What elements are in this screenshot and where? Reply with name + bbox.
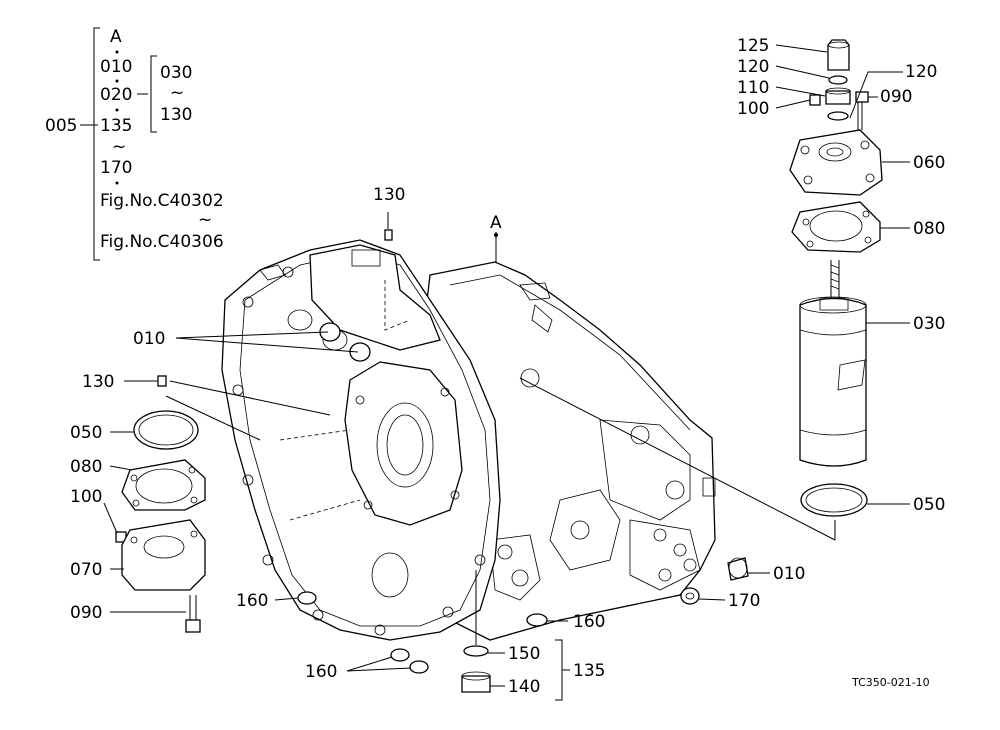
callout-160: 160: [305, 662, 337, 682]
callout-A: A: [490, 213, 502, 233]
legend-item: 135: [100, 116, 132, 136]
legend-item: ~: [198, 210, 212, 230]
legend-sub-brace: [150, 55, 157, 133]
callout-135: 135: [573, 661, 605, 681]
callout-080: 080: [70, 457, 102, 477]
cylinder-o-ring: [800, 483, 868, 517]
o-ring: [133, 410, 199, 450]
gasket: [791, 201, 881, 253]
legend-sub-item: 130: [160, 105, 192, 125]
legend-sub-item: 030: [160, 63, 192, 83]
callout-170: 170: [728, 591, 760, 611]
plug: [809, 94, 821, 106]
callout-160: 160: [236, 591, 268, 611]
bolt-head: [185, 619, 201, 633]
callout-030: 030: [913, 314, 945, 334]
legend-item: Fig.No.C40306: [100, 232, 224, 252]
callout-120: 120: [737, 57, 769, 77]
callout-110: 110: [737, 78, 769, 98]
legend-item: ~: [112, 137, 126, 157]
hydraulic-cylinder-assembly: [519, 39, 883, 541]
callout-060: 060: [913, 153, 945, 173]
cap-nut: [827, 39, 850, 71]
legend-item: 170: [100, 158, 132, 178]
callout-130: 130: [373, 185, 405, 205]
plug: [157, 375, 167, 387]
o-ring: [827, 111, 849, 121]
hydraulic-cylinder: [799, 297, 867, 467]
cylinder-flange: [789, 129, 883, 196]
callout-090: 090: [70, 603, 102, 623]
valve-nut: [825, 90, 851, 105]
legend-item: 020: [100, 85, 132, 105]
parts-legend: 005 A 010 020 135 ~ 170 Fig.No.C40302 ~ …: [45, 27, 224, 261]
loose-parts: [297, 212, 749, 693]
callout-160: 160: [573, 612, 605, 632]
legend-brace: [93, 27, 100, 261]
legend-item: 010: [100, 57, 132, 77]
leader-lines: [103, 44, 910, 701]
transmission-housing: [221, 239, 716, 641]
callout-050: 050: [70, 423, 102, 443]
callout-130: 130: [82, 372, 114, 392]
side-cover-assembly: [115, 375, 331, 633]
callout-080: 080: [913, 219, 945, 239]
callout-140: 140: [508, 677, 540, 697]
legend-group-number: 005: [45, 116, 77, 136]
o-ring: [828, 75, 848, 85]
callout-150: 150: [508, 644, 540, 664]
callout-120: 120: [905, 62, 937, 82]
legend-item: Fig.No.C40302: [100, 191, 224, 211]
callout-010: 010: [773, 564, 805, 584]
callout-100: 100: [737, 99, 769, 119]
callout-010: 010: [133, 329, 165, 349]
legend-sub-item: ~: [170, 83, 184, 103]
callout-labels: 125 120 110 100 120 090 060 080 030 050 …: [70, 36, 945, 697]
callout-100: 100: [70, 487, 102, 507]
drawing-code: TC350-021-10: [851, 676, 930, 689]
callout-070: 070: [70, 560, 102, 580]
legend-item: A: [110, 27, 122, 47]
callout-125: 125: [737, 36, 769, 56]
callout-050: 050: [913, 495, 945, 515]
side-cover: [121, 519, 206, 591]
callout-090: 090: [880, 87, 912, 107]
